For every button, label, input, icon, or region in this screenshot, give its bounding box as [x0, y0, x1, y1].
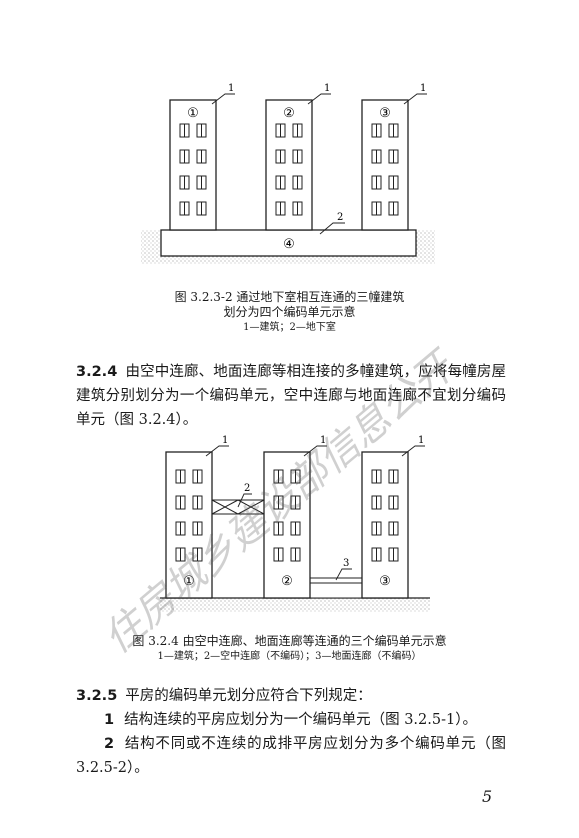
building-3 [361, 99, 409, 231]
item-text: 结构不同或不连续的成排平房应划分为多个编码单元（图 3.2.5-2）。 [76, 736, 506, 776]
building-3-mark: ③ [379, 106, 391, 121]
callout-b3: 3 [343, 558, 349, 569]
page-number: 5 [482, 787, 493, 806]
basement-mark: ④ [283, 237, 295, 252]
item-number: 1 [104, 712, 115, 728]
section-3-2-5-lead: 3.2.5 平房的编码单元划分应符合下列规定： [76, 684, 506, 708]
building-2b-mark: ② [281, 574, 293, 589]
callout-1b: 1 [324, 83, 330, 94]
list-item: 1 结构连续的平房应划分为一个编码单元（图 3.2.5-1）。 [76, 708, 506, 732]
section-number: 3.2.5 [76, 688, 118, 704]
section-text: 平房的编码单元划分应符合下列规定： [125, 688, 372, 704]
callout-b1c: 1 [418, 435, 424, 446]
figure-1-drawing: ① ② ③ ④ 1 1 1 2 [141, 83, 435, 264]
figure-2-legend: 1—建筑；2—空中连廊（不编码）；3—地面连廊（不编码） [157, 651, 422, 662]
ground-corridor [309, 577, 363, 599]
callout-b2: 2 [244, 483, 250, 494]
building-3-b [361, 451, 409, 599]
figure-1-legend: 1—建筑；2—地下室 [243, 322, 336, 333]
building-1 [169, 99, 217, 231]
section-3-2-5: 3.2.5 平房的编码单元划分应符合下列规定： 1 结构连续的平房应划分为一个编码单… [76, 684, 506, 780]
figure-2-drawing: ① ② ③ 1 1 1 2 3 [160, 435, 430, 612]
building-2-b [263, 451, 311, 599]
building-1-b [165, 451, 213, 599]
item-number: 2 [104, 736, 115, 752]
callout-1a: 1 [228, 83, 234, 94]
figure-1-caption-line2: 划分为四个编码单元示意 [223, 305, 356, 319]
building-1b-mark: ① [183, 574, 195, 589]
building-2 [265, 99, 313, 231]
item-text: 结构连续的平房应划分为一个编码单元（图 3.2.5-1）。 [124, 712, 477, 728]
figure-1-caption-line1: 图 3.2.3-2 通过地下室相互连通的三幢建筑 [174, 290, 405, 304]
building-3b-mark: ③ [379, 574, 391, 589]
callout-b1a: 1 [222, 435, 228, 446]
building-2-mark: ② [283, 106, 295, 121]
callout-b1b: 1 [320, 435, 326, 446]
figure-2-caption-line: 图 3.2.4 由空中连廊、地面连廊等连通的三个编码单元示意 [132, 634, 447, 648]
section-text: 由空中连廊、地面连廊等相连接的多幢建筑，应将每幢房屋建筑分别划分为一个编码单元，… [76, 364, 506, 428]
callout-1c: 1 [420, 83, 426, 94]
callout-2: 2 [337, 212, 343, 223]
section-number: 3.2.4 [76, 364, 118, 380]
figure-2-caption: 图 3.2.4 由空中连廊、地面连廊等连通的三个编码单元示意 1—建筑；2—空中… [0, 634, 579, 664]
figure-1-caption: 图 3.2.3-2 通过地下室相互连通的三幢建筑 划分为四个编码单元示意 1—建… [0, 290, 579, 335]
building-1-mark: ① [187, 106, 199, 121]
basement-outline [160, 229, 417, 257]
